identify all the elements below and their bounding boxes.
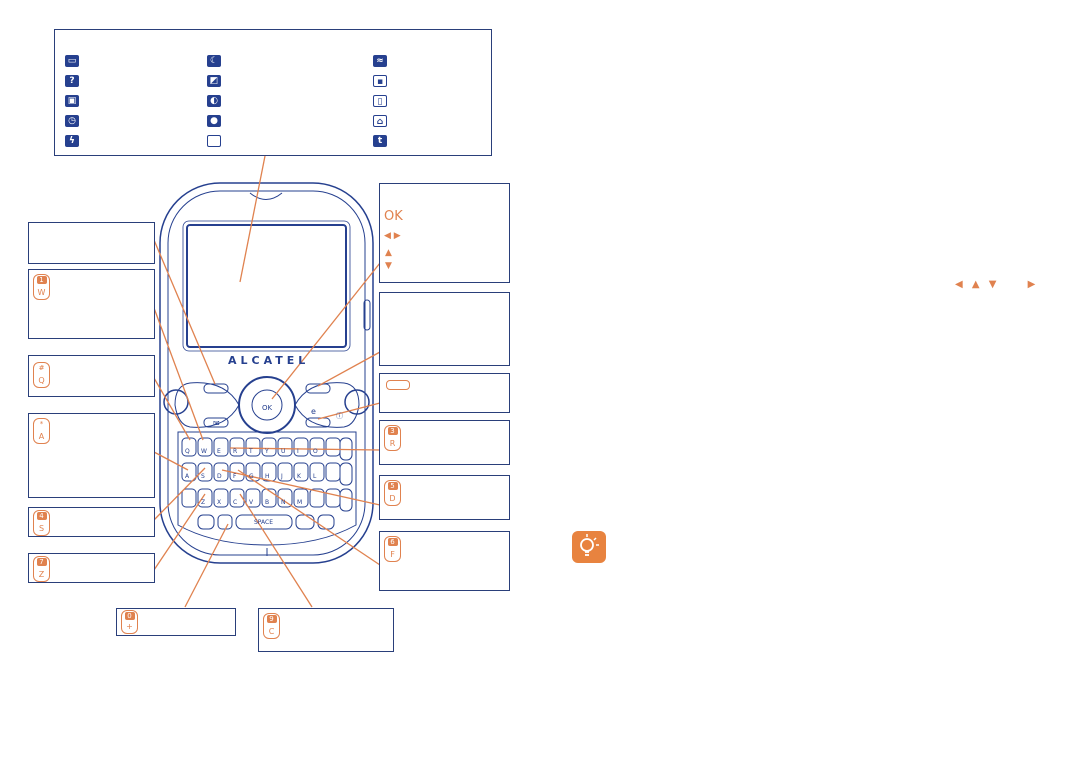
contrast-icon: ◐ bbox=[207, 95, 221, 107]
key-letter: U bbox=[281, 448, 286, 455]
key-letter: N bbox=[281, 499, 286, 506]
battery-icon: ▭ bbox=[65, 55, 79, 67]
night-mode-icon: ☾ bbox=[207, 55, 221, 67]
help-icon: ? bbox=[65, 75, 79, 87]
key-letter: E bbox=[217, 448, 221, 455]
key-letter: S bbox=[201, 473, 205, 480]
svg-text:✉: ✉ bbox=[213, 419, 220, 428]
key-letter: T bbox=[249, 448, 253, 455]
nav-arrows-row: ◀ ▲ ▼ ▶ bbox=[955, 279, 1035, 290]
key-letter: V bbox=[249, 499, 254, 506]
home-icon: ⌂ bbox=[373, 115, 387, 127]
key-letter: L bbox=[313, 473, 317, 480]
up-arrow-icon: ▲ bbox=[971, 279, 980, 290]
svg-text:OK: OK bbox=[262, 404, 273, 412]
svg-text:ⓘ: ⓘ bbox=[336, 412, 343, 420]
svg-text:e: e bbox=[311, 407, 316, 416]
key-letter: R bbox=[233, 448, 238, 455]
phone-brand: ALCATEL bbox=[228, 354, 310, 367]
upload-icon: t bbox=[373, 135, 387, 147]
callout-navigation: OK ◀ ▶ ▲ ▼ bbox=[379, 183, 510, 283]
contact-card-icon: ▣ bbox=[65, 95, 79, 107]
callout-left-softkey bbox=[28, 222, 155, 264]
down-arrow-icon: ▼ bbox=[385, 261, 392, 271]
key-letter: Q bbox=[185, 448, 190, 455]
key-letter: D bbox=[217, 473, 222, 480]
left-arrow-icon: ◀ bbox=[955, 279, 963, 290]
key-letter: A bbox=[185, 473, 190, 480]
key-letter: M bbox=[297, 499, 303, 506]
right-arrow-icon: ▶ bbox=[1027, 279, 1036, 290]
end-key-icon bbox=[386, 380, 410, 390]
light-bulb-icon: ● bbox=[207, 115, 221, 127]
ok-key-icon: OK bbox=[384, 209, 403, 224]
zero-key-icon: 0+ bbox=[121, 610, 138, 634]
key-letter: Y bbox=[265, 448, 269, 455]
q-key-icon: #Q bbox=[33, 362, 50, 388]
flash-icon: ϟ bbox=[65, 135, 79, 147]
key-letter: W bbox=[201, 448, 207, 455]
callout-a-key: *A bbox=[28, 413, 155, 498]
save-icon: ▪ bbox=[373, 75, 387, 87]
key-letter: C bbox=[233, 499, 238, 506]
a-key-icon: *A bbox=[33, 418, 50, 444]
tip-lightbulb-icon bbox=[572, 531, 606, 563]
key-letter: B bbox=[265, 499, 270, 506]
key-letter: X bbox=[217, 499, 222, 506]
key-letter: I bbox=[297, 448, 299, 455]
film-icon: ▯ bbox=[373, 95, 387, 107]
key-letter: J bbox=[281, 473, 283, 480]
key-letter: F bbox=[233, 473, 237, 480]
left-right-arrows-icon: ◀ ▶ bbox=[384, 231, 401, 241]
key-letter: O bbox=[313, 448, 318, 455]
callout-right-softkey bbox=[379, 292, 510, 366]
key-letter: Z bbox=[201, 499, 206, 506]
down-arrow-icon: ▼ bbox=[988, 279, 997, 290]
callout-end-key bbox=[379, 373, 510, 413]
clock-icon: ◷ bbox=[65, 115, 79, 127]
key-letter: K bbox=[297, 473, 301, 480]
callout-q-key: #Q bbox=[28, 355, 155, 397]
space-key-label: SPACE bbox=[254, 519, 274, 526]
exposure-icon: ◩ bbox=[207, 75, 221, 87]
status-icons-box: ▭ ? ▣ ◷ ϟ ☾ ◩ ◐ ● ≈ ▪ ▯ ⌂ t bbox=[54, 29, 492, 156]
callout-zero-key: 0+ bbox=[116, 608, 236, 636]
effect-icon: ≈ bbox=[373, 55, 387, 67]
key-letter: G bbox=[249, 473, 254, 480]
key-letter: H bbox=[265, 473, 270, 480]
frame-icon bbox=[207, 135, 221, 147]
up-arrow-icon: ▲ bbox=[385, 248, 392, 258]
